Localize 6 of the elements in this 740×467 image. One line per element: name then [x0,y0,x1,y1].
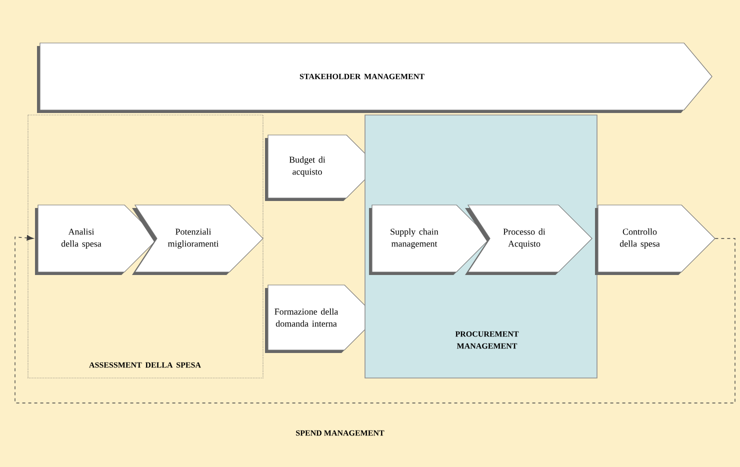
process-step: Processo di Acquisto [465,204,592,275]
process-step: Controllo della spesa [595,204,716,275]
process-step: Potenziali miglioramenti [132,204,264,275]
region-title: SPEND MANAGEMENT [296,430,384,436]
feedback-arrow [14,235,736,404]
stakeholder-band: STAKEHOLDER MANAGEMENT [37,42,712,113]
